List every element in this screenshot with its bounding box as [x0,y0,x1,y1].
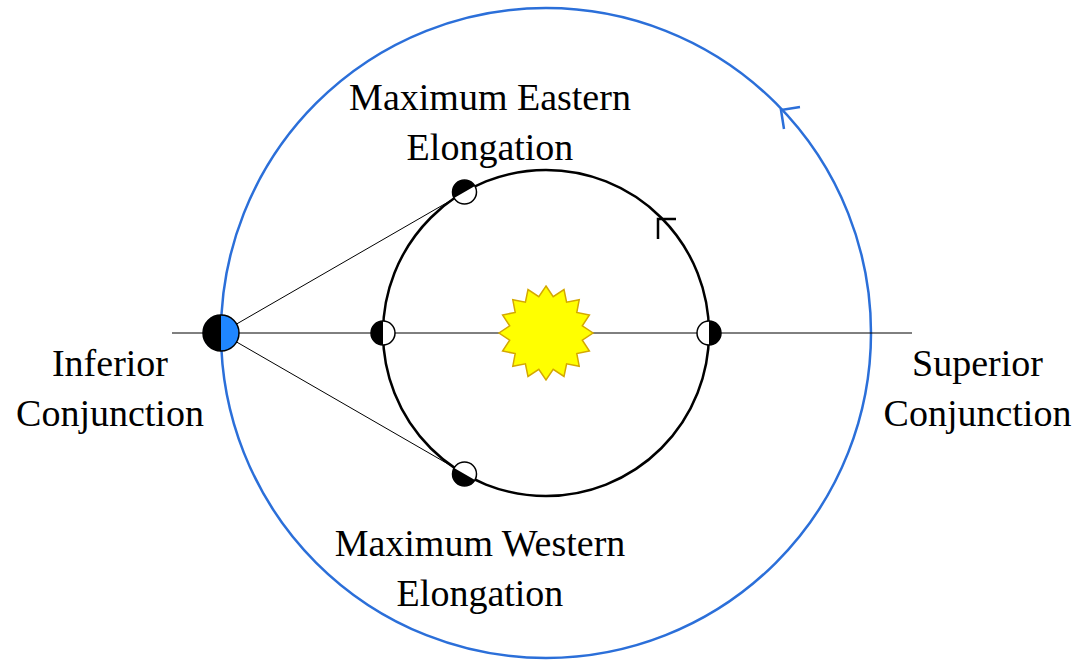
sight-line [221,198,455,333]
orbit-label: Inferior Conjunction [8,338,213,438]
planet-symbol [697,321,721,345]
planet-night-side [452,468,474,486]
planet-night-side [452,180,474,198]
orbit-label: Superior Conjunction [875,338,1080,438]
planet-night-side [709,321,721,345]
sun-symbol [499,286,593,380]
orbit-label: Maximum Western Elongation [315,518,645,618]
earth-night-side [203,315,221,351]
planet-symbol [371,321,395,345]
orbit-label: Maximum Eastern Elongation [325,72,655,172]
motion-arrow [781,107,800,129]
sight-line [221,333,455,468]
planet-symbol [453,180,477,204]
earth-symbol [203,315,239,351]
planet-symbol [453,462,477,486]
planet-night-side [371,321,383,345]
motion-arrow [658,219,676,239]
